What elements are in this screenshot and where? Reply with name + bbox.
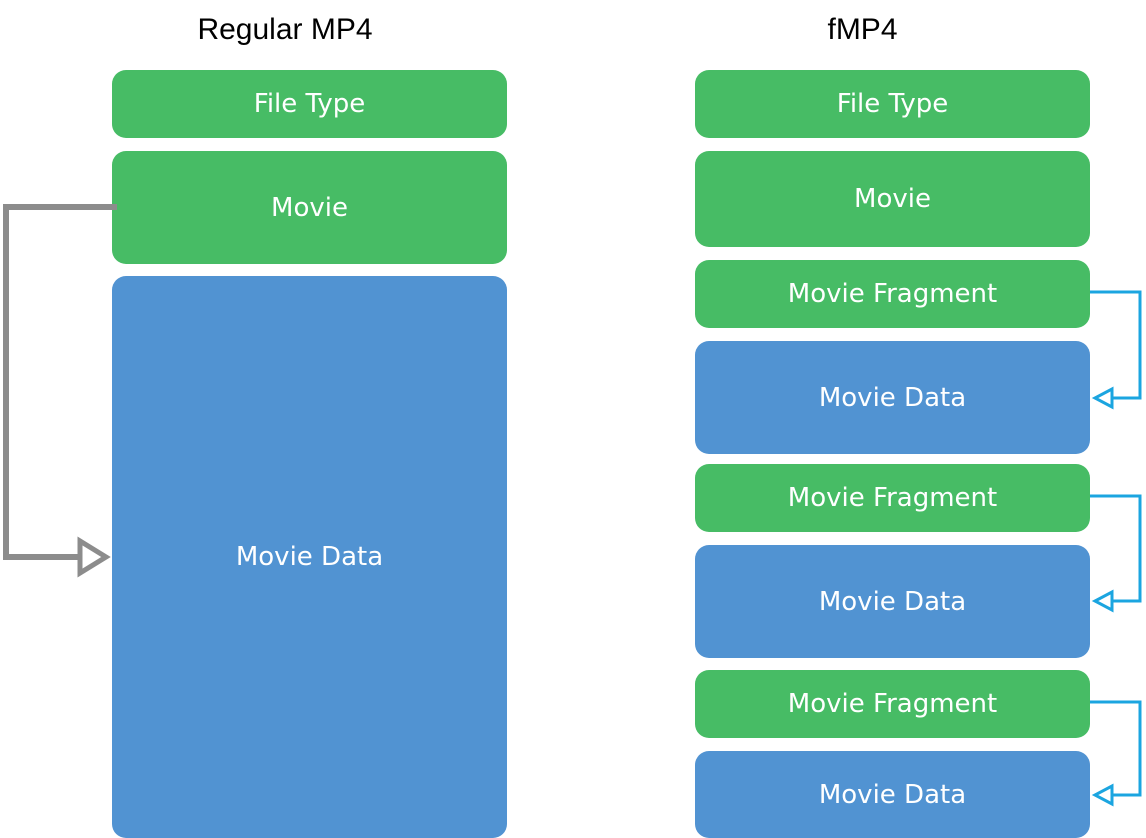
fmp4-movie-fragment-box-3: Movie Fragment: [695, 670, 1090, 738]
fmp4-fragment-arrow-1: [1090, 290, 1142, 410]
fmp4-fragment-arrow-2: [1090, 494, 1142, 613]
fmp4-movie-data-label-3: Movie Data: [818, 779, 967, 810]
fmp4-movie-data-box-3: Movie Data: [695, 751, 1090, 838]
regular-file-type-label: File Type: [253, 89, 366, 119]
fmp4-arrowhead-1: [1091, 386, 1114, 410]
fmp4-arrowhead-3: [1091, 783, 1114, 807]
fmp4-movie-fragment-label-2: Movie Fragment: [787, 483, 998, 513]
fmp4-title: fMP4: [827, 13, 898, 46]
regular-movie-data-label: Movie Data: [235, 542, 384, 572]
regular-mp4-title: Regular MP4: [197, 13, 373, 46]
regular-movie-data-box: Movie Data: [112, 276, 507, 838]
regular-arrowhead: [77, 536, 111, 578]
regular-arrow-line: [3, 204, 117, 560]
fmp4-movie-fragment-box-1: Movie Fragment: [695, 260, 1090, 328]
fmp4-movie-data-label-1: Movie Data: [818, 382, 967, 413]
fmp4-fragment-arrow-3: [1090, 700, 1142, 807]
fmp4-movie-data-label-2: Movie Data: [818, 586, 967, 617]
fmp4-movie-label: Movie: [854, 184, 931, 214]
fmp4-arrowhead-2: [1091, 589, 1114, 613]
fmp4-arrow-line-1: [1090, 290, 1142, 400]
regular-movie-to-data-arrow: [3, 204, 117, 578]
fmp4-arrow-line-3: [1090, 700, 1142, 797]
fmp4-movie-data-box-2: Movie Data: [695, 545, 1090, 658]
fmp4-file-type-box: File Type: [695, 70, 1090, 138]
regular-file-type-box: File Type: [112, 70, 507, 138]
fmp4-movie-fragment-label-1: Movie Fragment: [787, 279, 998, 309]
fmp4-file-type-label: File Type: [836, 89, 949, 119]
regular-movie-box: Movie: [112, 151, 507, 264]
fmp4-movie-fragment-box-2: Movie Fragment: [695, 464, 1090, 532]
fmp4-movie-data-box-1: Movie Data: [695, 341, 1090, 454]
fmp4-arrow-line-2: [1090, 494, 1142, 603]
regular-movie-label: Movie: [271, 192, 348, 223]
fmp4-movie-fragment-label-3: Movie Fragment: [787, 689, 998, 719]
fmp4-movie-box: Movie: [695, 151, 1090, 247]
